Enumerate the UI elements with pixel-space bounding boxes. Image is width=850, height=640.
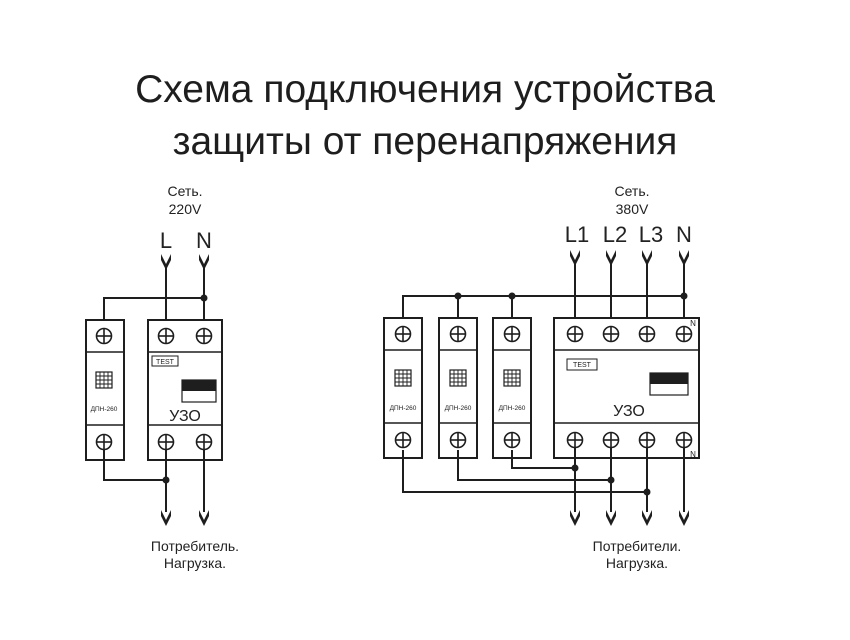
dpn1-terminal-bottom: [394, 431, 412, 449]
uzo4-label: УЗО: [613, 403, 645, 420]
uzo-terminal-n-top: [195, 327, 213, 345]
dpn2-terminal-bottom: [449, 431, 467, 449]
uzo4-terminal-n-top: [675, 325, 693, 343]
arrow-out-n: [199, 510, 209, 526]
arrow-in-l1: [570, 250, 580, 266]
uzo4-terminal-l1-bottom: [566, 431, 584, 449]
title-line-2: защиты от перенапряжения: [172, 120, 678, 163]
dpn-terminal-top: [95, 327, 113, 345]
dpn1-indicator: [394, 369, 412, 387]
network-label-380: Сеть.: [614, 183, 649, 199]
uzo-switch-lever: [182, 380, 216, 391]
dpn-module-3: ДПН-260: [492, 317, 532, 459]
input-label-l3: L3: [639, 222, 663, 247]
input-label-l2: L2: [603, 222, 627, 247]
dpn3-label: ДПН-260: [499, 405, 526, 412]
uzo4-terminal-l2-top: [602, 325, 620, 343]
uzo-4pole-module: N N TEST УЗО: [553, 317, 700, 459]
uzo4-terminal-l1-top: [566, 325, 584, 343]
arrow-out-l2: [606, 510, 616, 526]
dpn3-indicator: [503, 369, 521, 387]
uzo4-terminal-l2-bottom: [602, 431, 620, 449]
network-label-220: Сеть.: [167, 183, 202, 199]
arrow-out-l: [161, 510, 171, 526]
wire-dpn1-out: [402, 450, 647, 493]
junction-n-main: [680, 292, 688, 300]
dpn2-label: ДПН-260: [445, 405, 472, 412]
load-label-1: Потребитель.: [151, 538, 239, 554]
dpn3-terminal-bottom: [503, 431, 521, 449]
arrow-in-l3: [642, 250, 652, 266]
wire-n-bus: [402, 295, 684, 322]
load-label-3p-1: Потребители.: [593, 538, 682, 554]
voltage-label-380: 380V: [616, 201, 649, 217]
load-label-2: Нагрузка.: [164, 555, 226, 571]
dpn3-terminal-top: [503, 325, 521, 343]
wire-dpn2-out: [457, 450, 611, 481]
arrow-out-n3: [679, 510, 689, 526]
uzo-label: УЗО: [169, 408, 201, 425]
test-label: TEST: [156, 359, 175, 366]
arrow-in-n: [199, 254, 209, 270]
uzo4-terminal-l3-top: [638, 325, 656, 343]
input-label-l1: L1: [565, 222, 589, 247]
arrow-in-l: [161, 254, 171, 270]
arrow-out-l1: [570, 510, 580, 526]
dpn1-label: ДПН-260: [390, 405, 417, 412]
uzo-terminal-l-top: [157, 327, 175, 345]
dpn2-terminal-top: [449, 325, 467, 343]
input-label-l: L: [160, 228, 172, 253]
neutral-mark-top: N: [690, 319, 696, 328]
uzo-terminal-l-bottom: [157, 433, 175, 451]
wire-n-tap: [103, 297, 204, 322]
diagram-title: Схема подключения устройства защиты от п…: [0, 64, 850, 168]
dpn1-terminal-top: [394, 325, 412, 343]
arrow-in-n3: [679, 250, 689, 266]
load-label-3p-2: Нагрузка.: [606, 555, 668, 571]
wire-dpn-out: [103, 450, 166, 481]
dpn-indicator: [95, 371, 113, 389]
input-label-n: N: [196, 228, 212, 253]
junction-n-2: [454, 292, 462, 300]
test-button-4pole: [566, 358, 598, 371]
dpn-terminal-bottom: [95, 433, 113, 451]
uzo4-terminal-l3-bottom: [638, 431, 656, 449]
single-phase-diagram: Сеть. 220V L N ДПН-260 TEST УЗО: [85, 183, 239, 571]
dpn-module-1: ДПН-260: [383, 317, 423, 459]
junction-n: [200, 294, 208, 302]
uzo-terminal-n-bottom: [195, 433, 213, 451]
test-button: [151, 355, 179, 367]
test-label-4pole: TEST: [573, 362, 592, 369]
uzo4-switch-lever: [650, 373, 688, 384]
dpn2-indicator: [449, 369, 467, 387]
title-line-1: Схема подключения устройства: [135, 68, 715, 111]
input-label-n3: N: [676, 222, 692, 247]
three-phase-diagram: Сеть. 380V L1 L2 L3 N ДПН-260: [383, 183, 700, 571]
voltage-label-220: 220V: [169, 201, 202, 217]
arrow-in-l2: [606, 250, 616, 266]
dpn-label: ДПН-260: [91, 406, 118, 413]
dpn-module-2: ДПН-260: [438, 317, 478, 459]
uzo4-terminal-n-bottom: [675, 431, 693, 449]
arrow-out-l3: [642, 510, 652, 526]
wire-dpn3-out: [511, 450, 575, 469]
neutral-mark-bottom: N: [690, 450, 696, 459]
junction-n-3: [508, 292, 516, 300]
